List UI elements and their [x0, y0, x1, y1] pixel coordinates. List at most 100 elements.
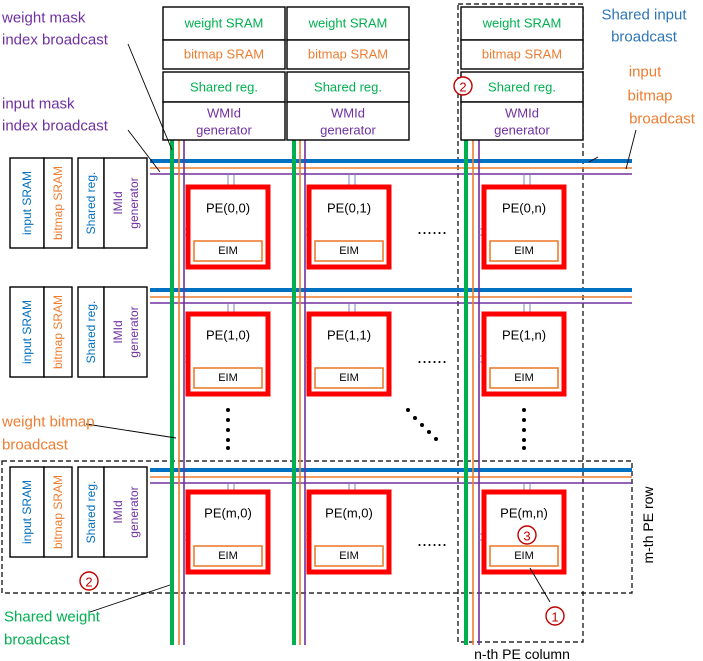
- leader-shared-input: [588, 156, 599, 163]
- wmid-generator-box-1: [286, 101, 410, 141]
- annot-shared-weight-2: broadcast: [4, 632, 71, 649]
- eim-label: EIM: [218, 245, 238, 257]
- wmid-generator-box-2: [460, 101, 584, 141]
- input-sram-label: input SRAM: [20, 300, 34, 364]
- weight-sram-label: weight SRAM: [308, 16, 388, 31]
- eim-label: EIM: [218, 550, 238, 562]
- eim-box: [193, 367, 263, 389]
- leader-weight-mask: [127, 43, 173, 151]
- pe-label: PE(0,0): [206, 201, 250, 216]
- wmid-label: WMId: [207, 106, 241, 121]
- ellipsis-dot-col0-2: [226, 428, 230, 432]
- pe-label: PE(m,n): [500, 506, 548, 521]
- input-sram-box-2: [9, 466, 45, 558]
- weight-sram-label: weight SRAM: [184, 16, 264, 31]
- imid-generator-label: generator: [127, 177, 141, 228]
- pe-label: PE(m,0): [204, 506, 252, 521]
- input-sram-box-1: [9, 286, 45, 378]
- ellipsis-dot-diag-2: [420, 423, 424, 427]
- leader-input-bitmap: [625, 129, 637, 170]
- wmid-generator-label: generator: [196, 123, 252, 138]
- row-bitmap-sram-box-2: [43, 466, 73, 558]
- shared-reg-box-1: [286, 71, 410, 103]
- input-sram-box-0: [9, 157, 45, 249]
- ellipsis-dot-diag-0: [406, 408, 410, 412]
- eim-label: EIM: [339, 245, 359, 257]
- row-shared-reg-label: Shared reg.: [84, 481, 98, 544]
- input-sram-label: input SRAM: [20, 480, 34, 544]
- marker-3: [517, 525, 537, 545]
- row-shared-reg-box-2: [77, 466, 105, 558]
- shared-reg-box-0: [162, 71, 286, 103]
- leader-input-mask: [127, 129, 161, 173]
- ellipsis-dot-coln-3: [522, 438, 526, 442]
- pe-label: PE(0,1): [327, 201, 371, 216]
- eim-label: EIM: [514, 372, 534, 384]
- row-bitmap-sram-label: bitmap SRAM: [51, 166, 65, 240]
- bitmap-sram-label: bitmap SRAM: [482, 47, 562, 62]
- imid-generator-box-2: [103, 466, 148, 558]
- bitmap-sram-box-2: [460, 39, 584, 70]
- shared-reg-label: Shared reg.: [488, 80, 556, 95]
- eim-label: EIM: [339, 550, 359, 562]
- weight-sram-box-1: [286, 6, 410, 41]
- annot-input-mask-2: index broadcast: [2, 118, 109, 135]
- eim-box: [314, 545, 384, 567]
- ellipsis-dot-col0-1: [226, 418, 230, 422]
- ellipsis-dot-col0-0: [226, 408, 230, 412]
- bitmap-sram-box-1: [286, 39, 410, 70]
- pe-label: PE(1,1): [327, 328, 371, 343]
- imid-generator-label: generator: [127, 486, 141, 537]
- shared-reg-box-2: [460, 71, 584, 103]
- marker-1: [545, 606, 565, 626]
- shared-reg-label: Shared reg.: [190, 80, 258, 95]
- eim-label: EIM: [339, 372, 359, 384]
- ellipsis-horizontal-0: ......: [417, 218, 447, 238]
- eim-box: [489, 240, 559, 262]
- pe-label: PE(0,n): [502, 201, 546, 216]
- wmid-generator-box-0: [162, 101, 286, 141]
- ellipsis-dot-diag-4: [434, 437, 438, 441]
- annot-weight-bitmap-2: broadcast: [2, 437, 69, 454]
- mth-pe-row-dashed-box: [1, 460, 633, 594]
- eim-box: [489, 545, 559, 567]
- eim-label: EIM: [514, 245, 534, 257]
- eim-box: [193, 545, 263, 567]
- imid-label: IMId: [111, 320, 125, 343]
- row-shared-reg-label: Shared reg.: [84, 172, 98, 235]
- row-shared-reg-box-1: [77, 286, 105, 378]
- row-bitmap-sram-box-0: [43, 157, 73, 249]
- eim-label: EIM: [218, 372, 238, 384]
- marker-3-label: 3: [523, 529, 530, 544]
- marker-2-row: [79, 571, 99, 591]
- row-shared-reg-label: Shared reg.: [84, 301, 98, 364]
- ellipsis-horizontal-2: ......: [417, 530, 447, 550]
- row-bitmap-sram-label: bitmap SRAM: [51, 295, 65, 369]
- marker-2-column-label: 2: [459, 80, 466, 95]
- ellipsis-horizontal-1: ......: [417, 347, 447, 367]
- imid-generator-box-0: [103, 157, 148, 249]
- eim-box: [314, 367, 384, 389]
- weight-sram-label: weight SRAM: [482, 16, 562, 31]
- row-bitmap-sram-label: bitmap SRAM: [51, 475, 65, 549]
- eim-label: EIM: [514, 550, 534, 562]
- ellipsis-dot-col0-3: [226, 438, 230, 442]
- wmid-generator-label: generator: [494, 123, 550, 138]
- pe-label: PE(1,0): [206, 328, 250, 343]
- pe-label: PE(1,n): [502, 328, 546, 343]
- wmid-label: WMId: [331, 106, 365, 121]
- annot-input-bitmap-2: bitmap: [627, 88, 672, 105]
- eim-box: [193, 240, 263, 262]
- ellipsis-dot-col0-4: [226, 446, 230, 450]
- marker-2-row-label: 2: [85, 575, 92, 590]
- annot-weight-bitmap: weight bitmap: [1, 414, 95, 431]
- annot-shared-input-2: broadcast: [611, 29, 678, 46]
- nth-pe-column-dashed-box: [457, 3, 584, 643]
- row-bitmap-sram-box-1: [43, 286, 73, 378]
- eim-box: [314, 240, 384, 262]
- ellipsis-dot-coln-2: [522, 428, 526, 432]
- marker-1-label: 1: [551, 610, 558, 625]
- ellipsis-dot-diag-1: [413, 416, 417, 420]
- bitmap-sram-label: bitmap SRAM: [184, 47, 264, 62]
